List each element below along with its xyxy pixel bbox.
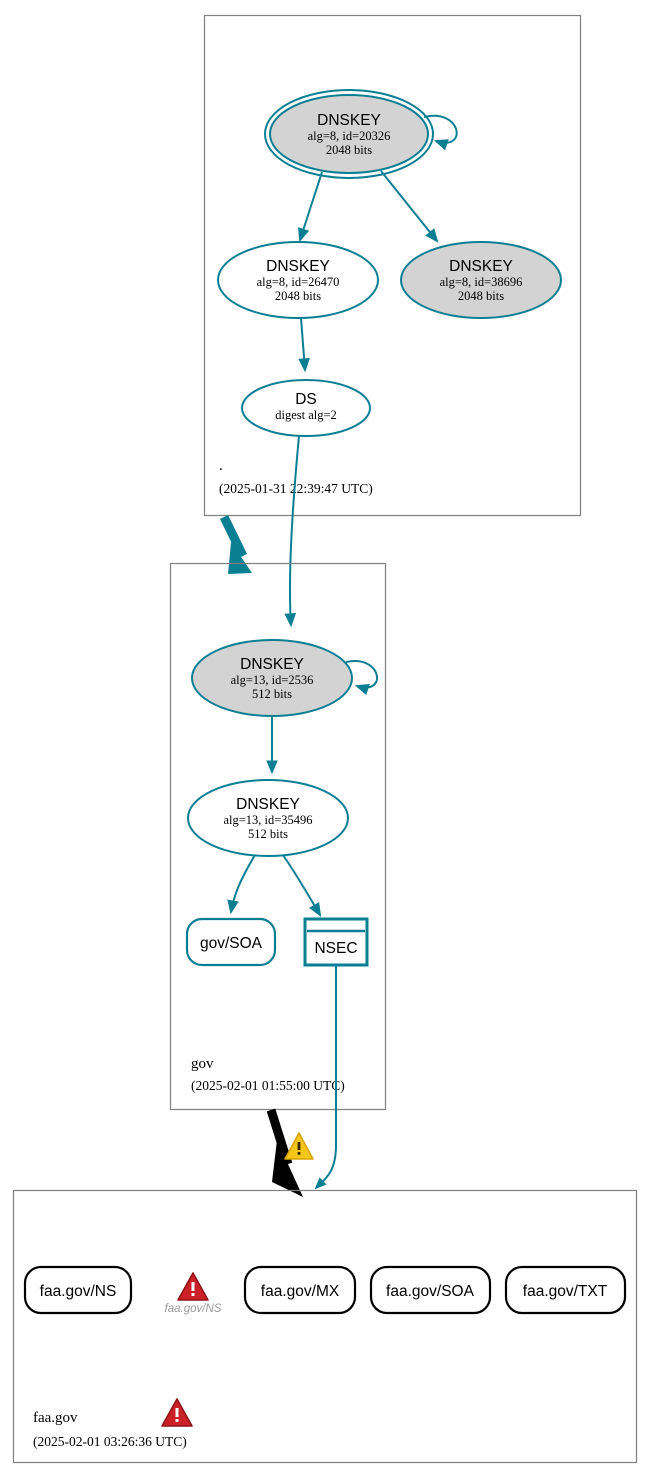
node-root-zsk-line2: alg=8, id=26470 [257,275,340,289]
node-gov-ksk-line3: 512 bits [252,687,292,701]
node-gov-zsk-line2: alg=13, id=35496 [223,813,312,827]
node-root-ds[interactable]: DS digest alg=2 [241,379,371,437]
node-faa-gov-ns[interactable]: faa.gov/NS [23,1265,133,1315]
node-faa-gov-soa-label: faa.gov/SOA [386,1283,475,1300]
node-root-ksk-ellipse [269,94,429,174]
node-faa-gov-ns-rect [23,1265,133,1315]
node-root-ksk[interactable]: DNSKEY alg=8, id=20326 2048 bits [264,89,434,179]
node-faa-gov-mx-rect [243,1265,357,1315]
node-faa-gov-soa[interactable]: faa.gov/SOA [369,1265,492,1315]
warning-triangle-icon [284,1132,314,1160]
node-root-key-38696-line3: 2048 bits [458,289,504,303]
node-gov-nsec-label: NSEC [314,940,357,957]
zone-box-gov [169,562,387,1111]
node-faa-gov-mx-label: faa.gov/MX [261,1283,340,1300]
zone-label-root-timestamp: (2025-01-31 22:39:47 UTC) [219,481,373,496]
node-gov-ksk-line2: alg=13, id=2536 [231,673,314,687]
node-root-ksk-title: DNSKEY [317,112,381,129]
node-faa-gov-txt-rect [504,1265,627,1315]
node-gov-nsec-rect [303,917,369,967]
node-gov-zsk-title: DNSKEY [236,796,300,813]
edge-delegation-root-to-gov [219,515,248,558]
zone-label-root-name: . [219,458,223,474]
edge-gov-ksk-self-loop [345,659,378,696]
zone-box-root [203,14,582,517]
node-gov-nsec[interactable]: NSEC [303,917,369,967]
node-root-ds-title: DS [295,391,317,408]
node-gov-soa-rect [185,917,277,967]
node-faa-gov-soa-rect [369,1265,492,1315]
node-root-ds-ellipse [241,379,371,437]
edge-root-ksk-to-zsk [298,171,323,243]
node-gov-ksk[interactable]: DNSKEY alg=13, id=2536 512 bits [191,639,353,717]
edge-root-ksk-to-key38696 [380,170,439,243]
node-gov-soa-label: gov/SOA [200,935,263,952]
node-root-key-38696-title: DNSKEY [449,258,513,275]
zone-label-gov-name: gov [191,1056,214,1072]
error-triangle-icon-faa-gov-ns [177,1272,209,1301]
node-root-key-38696-ellipse [400,241,562,319]
node-faa-gov-txt[interactable]: faa.gov/TXT [504,1265,627,1315]
edge-root-ksk-self-loop [423,114,458,151]
zone-label-gov-timestamp: (2025-02-01 01:55:00 UTC) [191,1078,345,1093]
node-root-ksk-line2: alg=8, id=20326 [308,129,391,143]
edge-delegation-root-to-gov-arrowhead [228,542,252,574]
edge-root-ds-to-gov-ksk [284,435,300,628]
edge-gov-zsk-to-soa [227,854,256,915]
node-root-key-38696[interactable]: DNSKEY alg=8, id=38696 2048 bits [400,241,562,319]
zone-label-faa-gov-timestamp: (2025-02-01 03:26:36 UTC) [33,1434,187,1449]
node-gov-zsk-ellipse [187,779,349,857]
node-root-ds-line2: digest alg=2 [275,408,337,422]
node-gov-zsk[interactable]: DNSKEY alg=13, id=35496 512 bits [187,779,349,857]
node-root-key-38696-line2: alg=8, id=38696 [440,275,523,289]
node-root-zsk[interactable]: DNSKEY alg=8, id=26470 2048 bits [217,241,379,319]
edge-nsec-to-faa-gov [314,965,337,1190]
node-gov-ksk-title: DNSKEY [240,656,304,673]
node-gov-soa[interactable]: gov/SOA [185,917,277,967]
zone-label-faa-gov-name: faa.gov [33,1410,78,1426]
node-root-zsk-title: DNSKEY [266,258,330,275]
node-faa-gov-ns-label: faa.gov/NS [40,1283,117,1300]
node-faa-gov-txt-label: faa.gov/TXT [523,1283,608,1300]
zone-box-faa-gov [12,1189,638,1464]
edge-root-zsk-to-ds [298,317,310,373]
edge-delegation-gov-to-faa-gov-arrowhead [272,1140,303,1197]
node-root-ksk-line3: 2048 bits [326,143,372,157]
node-gov-zsk-line3: 512 bits [248,827,288,841]
node-root-ksk-outer-ring [264,89,434,179]
node-root-zsk-ellipse [217,241,379,319]
node-faa-gov-mx[interactable]: faa.gov/MX [243,1265,357,1315]
error-caption-faa-gov-ns: faa.gov/NS [165,1303,222,1315]
edge-gov-zsk-to-nsec [282,854,322,918]
edge-delegation-gov-to-faa-gov [266,1108,293,1166]
error-triangle-icon-faa-gov-zone [161,1398,193,1427]
node-root-zsk-line3: 2048 bits [275,289,321,303]
